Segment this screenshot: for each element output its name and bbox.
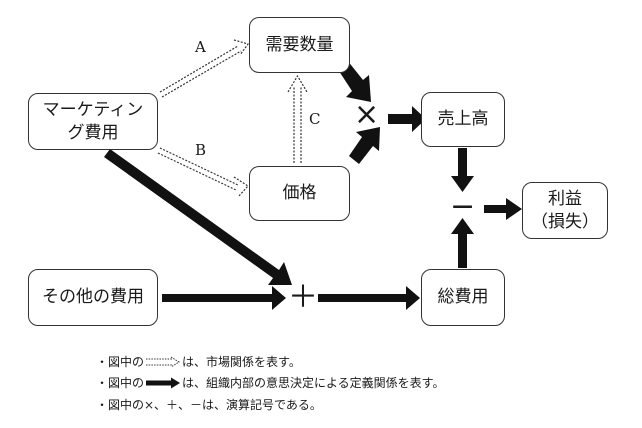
legend-line2-suffix: は、組織内部の意思決定による定義関係を表す。 (182, 376, 445, 390)
node-sales: 売上高 (421, 92, 505, 147)
dotted-arrow-icon (146, 356, 180, 368)
arrow-c (287, 74, 308, 163)
node-demand-quantity-label: 需要数量 (265, 34, 334, 55)
arrow-a (159, 39, 249, 98)
plus-operator: ＋ (288, 280, 318, 315)
node-marketing-costs-label: マーケティング費用 (42, 99, 144, 143)
market-arrows (157, 39, 308, 198)
legend-line1-suffix: は、市場関係を表す。 (182, 355, 301, 369)
node-price: 価格 (249, 166, 350, 221)
legend-market-relation: ・図中の は、市場関係を表す。 (96, 356, 301, 368)
edge-label-a: A (195, 38, 206, 56)
arrow-b (157, 147, 249, 198)
minus-operator: − (450, 189, 476, 224)
multiply-operator: × (354, 97, 380, 132)
legend-definition-relation: ・図中の は、組織内部の意思決定による定義関係を表す。 (96, 377, 444, 389)
legend-line3: ・図中の×、＋、－は、演算記号である。 (96, 398, 322, 412)
solid-arrow-icon (146, 377, 181, 389)
node-sales-label: 売上高 (437, 109, 489, 130)
node-marketing-costs: マーケティング費用 (28, 93, 158, 150)
legend-line1-prefix: ・図中の (96, 355, 145, 369)
edge-label-c: C (309, 110, 321, 128)
node-other-costs: その他の費用 (28, 269, 158, 326)
node-total-costs-label: 総費用 (437, 287, 489, 308)
node-profit-loss-label: （損失） (531, 211, 599, 232)
legend-operators: ・図中の×、＋、－は、演算記号である。 (96, 399, 322, 411)
legend-line2-prefix: ・図中の (96, 376, 145, 390)
node-other-costs-label: その他の費用 (42, 287, 144, 308)
edge-label-b: B (195, 141, 207, 159)
node-demand-quantity: 需要数量 (249, 17, 350, 73)
node-price-label: 価格 (282, 183, 317, 204)
node-profit: 利益 （損失） (522, 182, 608, 239)
node-profit-label: 利益 (548, 188, 582, 209)
node-total-costs: 総費用 (421, 269, 505, 326)
